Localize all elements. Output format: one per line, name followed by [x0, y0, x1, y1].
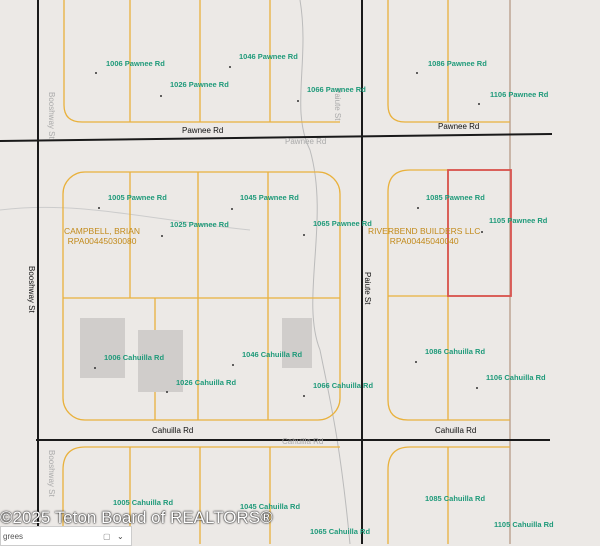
- block-south-west: [62, 446, 340, 544]
- selected-parcel[interactable]: [447, 169, 512, 297]
- address-label: 1026 Cahuilla Rd: [176, 378, 237, 387]
- road-label-cahuilla: Cahuilla Rd: [435, 426, 477, 435]
- terrain-line: [0, 206, 251, 231]
- block-mid-west: [62, 171, 341, 421]
- address-label: 1026 Pawnee Rd: [170, 80, 229, 89]
- parcel-point-marker: [98, 207, 100, 209]
- address-label: 1066 Pawnee Rd: [307, 85, 366, 94]
- parcel-point-marker: [476, 387, 478, 389]
- pawnee-rd-line: [0, 133, 553, 142]
- address-label: 1086 Pawnee Rd: [428, 59, 487, 68]
- block-north-west: [63, 0, 340, 123]
- address-label: 1085 Cahuilla Rd: [425, 494, 486, 503]
- parcel-point-marker: [415, 361, 417, 363]
- parcel-id: RPA00445030080: [67, 236, 137, 246]
- road-label-pawnee: Pawnee Rd: [285, 137, 327, 146]
- parcel-point-marker: [303, 395, 305, 397]
- address-label: 1005 Cahuilla Rd: [113, 498, 174, 507]
- address-label: 1006 Pawnee Rd: [106, 59, 165, 68]
- parcel-point-marker: [161, 235, 163, 237]
- road-label-booshway: Booshway St: [47, 450, 56, 497]
- road-label-booshway: Booshway St: [47, 92, 56, 139]
- address-label: 1025 Pawnee Rd: [170, 220, 229, 229]
- address-label: 1046 Cahuilla Rd: [242, 350, 303, 359]
- parcel-point-marker: [297, 100, 299, 102]
- parcel-point-marker: [416, 72, 418, 74]
- parcel-point-marker: [417, 207, 419, 209]
- terrain-line: [299, 0, 351, 544]
- address-label: 1086 Cahuilla Rd: [425, 347, 486, 356]
- address-label: 1006 Cahuilla Rd: [104, 353, 165, 362]
- chevron-down-icon[interactable]: ⌄: [117, 531, 124, 541]
- parcel-point-marker: [95, 72, 97, 74]
- search-box[interactable]: grees ▢ ⌄: [0, 526, 132, 546]
- search-input[interactable]: grees: [3, 531, 24, 541]
- parcel-point-marker: [478, 103, 480, 105]
- address-label: 1005 Pawnee Rd: [108, 193, 167, 202]
- road-label-paiute: Paiute St: [363, 272, 372, 305]
- address-label: 1045 Cahuilla Rd: [240, 502, 301, 511]
- road-label-pawnee: Pawnee Rd: [438, 122, 480, 131]
- parcel-point-marker: [231, 208, 233, 210]
- owner-name: CAMPBELL, BRIAN: [64, 226, 141, 236]
- address-label: 1045 Pawnee Rd: [240, 193, 299, 202]
- copyright-watermark: ©2025 Teton Board of REALTORS®: [0, 508, 273, 527]
- address-label: 1065 Cahuilla Rd: [310, 527, 371, 536]
- parcel-point-marker: [166, 391, 168, 393]
- parcel-point-marker: [232, 364, 234, 366]
- address-label: 1085 Pawnee Rd: [426, 193, 485, 202]
- block-north-east: [387, 0, 510, 123]
- address-label: 1106 Cahuilla Rd: [486, 373, 546, 382]
- road-label-cahuilla: Cahuilla Rd: [282, 437, 324, 446]
- parcel-id: RPA00445040040: [389, 236, 459, 246]
- address-label: 1105 Pawnee Rd: [489, 216, 548, 225]
- parcel-point-marker: [481, 231, 483, 233]
- parcel-point-marker: [160, 95, 162, 97]
- block-south-east: [387, 446, 510, 544]
- road-label-booshway: Booshway St: [27, 266, 36, 313]
- buildings: [80, 318, 312, 392]
- parcel-point-marker: [303, 234, 305, 236]
- parcel-point-marker: [229, 66, 231, 68]
- address-label: 1105 Cahuilla Rd: [494, 520, 554, 529]
- road-label-pawnee: Pawnee Rd: [182, 126, 224, 135]
- address-label: 1066 Cahuilla Rd: [313, 381, 374, 390]
- owner-name: RIVERBEND BUILDERS LLC: [368, 226, 481, 236]
- block-mid-east: [387, 169, 510, 421]
- clear-icon[interactable]: ▢: [103, 531, 111, 541]
- address-label: 1106 Pawnee Rd: [490, 90, 549, 99]
- parcel-point-marker: [94, 367, 96, 369]
- address-label: 1065 Pawnee Rd: [313, 219, 372, 228]
- road-label-cahuilla: Cahuilla Rd: [152, 426, 194, 435]
- address-label: 1046 Pawnee Rd: [239, 52, 298, 61]
